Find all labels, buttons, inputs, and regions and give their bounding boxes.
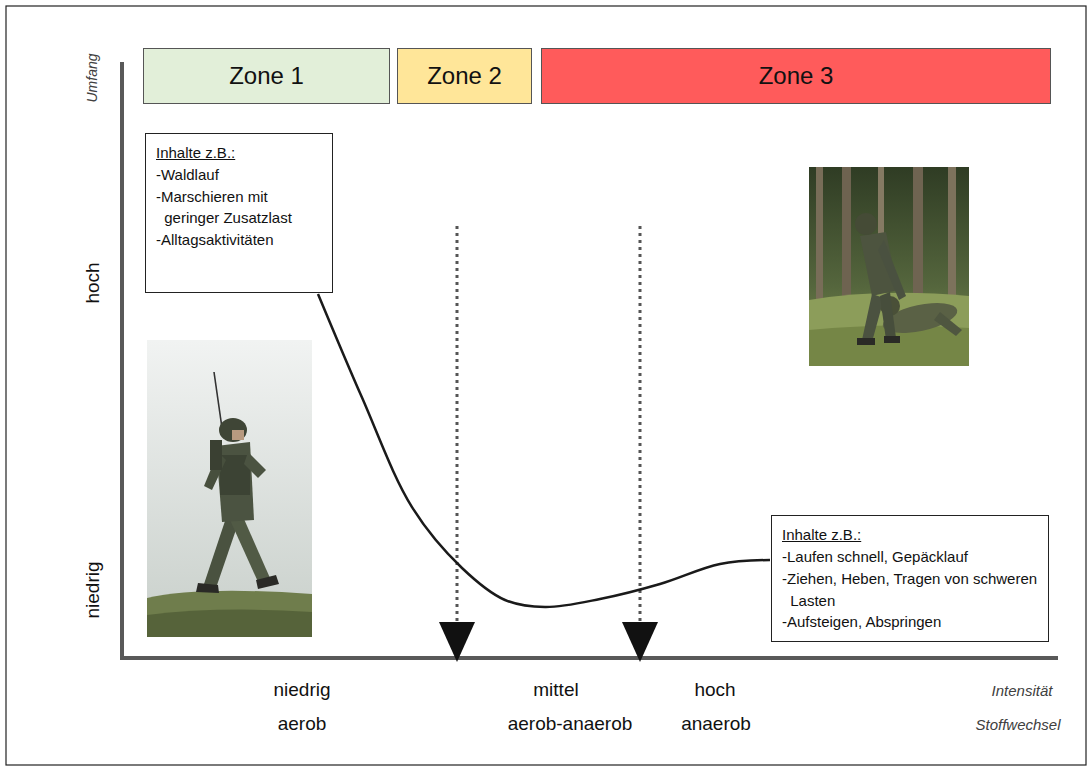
photo-marching-soldier-part: [219, 418, 247, 442]
list-item: -Laufen schnell, Gepäcklauf: [782, 546, 1038, 568]
photo-marching-soldier-part: [196, 583, 219, 593]
axis-label: hoch: [694, 679, 735, 701]
zone-divider-arrow-part: [439, 622, 475, 662]
axis-title: Stoffwechsel: [975, 716, 1060, 733]
outer-frame: [6, 6, 1086, 765]
photo-rescue-drag: [809, 167, 969, 366]
box-heading: Inhalte z.B.:: [782, 524, 1038, 546]
photo-rescue-drag-part: [878, 240, 906, 300]
photo-rescue-drag-part: [809, 293, 969, 366]
zone-divider-arrow: [622, 226, 658, 662]
photo-rescue-drag-part: [857, 338, 875, 345]
list-item: -Aufsteigen, Abspringen: [782, 611, 1038, 633]
zone-band: Zone 2: [397, 48, 532, 104]
axis-title: Intensität: [992, 682, 1053, 699]
content-box: Inhalte z.B.:-Laufen schnell, Gepäcklauf…: [771, 515, 1049, 642]
axis-label: mittel: [533, 679, 578, 701]
list-item: -Waldlauf: [156, 164, 322, 186]
zone-band: Zone 1: [143, 48, 390, 104]
metabolism-label: anaerob: [681, 713, 751, 735]
zone-divider-arrow: [439, 226, 475, 662]
photo-rescue-drag-part: [934, 312, 962, 336]
zone-title: Zone 1: [229, 62, 304, 90]
list-item: -Marschieren mit geringer Zusatzlast: [156, 186, 322, 230]
zone-title: Zone 3: [759, 62, 834, 90]
photo-rescue-drag-part: [948, 167, 956, 309]
photo-marching-soldier-part: [256, 575, 279, 589]
load-curve: [318, 294, 770, 607]
photo-marching-soldier-part: [147, 340, 312, 637]
metabolism-label: aerob: [278, 713, 327, 735]
photo-rescue-drag-part: [842, 167, 851, 302]
zone-divider-arrow-part: [639, 226, 642, 622]
photo-rescue-drag-part: [884, 336, 900, 343]
photo-marching-soldier-part: [232, 430, 244, 440]
axis-label: niedrig: [82, 561, 104, 618]
x-axis: [120, 656, 1058, 660]
photo-rescue-drag-part: [809, 167, 969, 366]
list-item: -Ziehen, Heben, Tragen von schweren Last…: [782, 568, 1038, 612]
photo-rescue-drag-part: [913, 167, 923, 305]
zone-band: Zone 3: [541, 48, 1051, 104]
photo-marching-soldier-part: [210, 440, 222, 470]
photo-marching-soldier: [147, 340, 312, 637]
photo-marching-soldier-part: [147, 610, 312, 637]
photo-marching-soldier-part: [244, 452, 266, 478]
photo-marching-soldier-part: [214, 372, 222, 428]
photo-rescue-drag-part: [855, 213, 877, 235]
photo-rescue-drag-part: [816, 167, 823, 307]
zone-title: Zone 2: [427, 62, 502, 90]
axis-label: hoch: [82, 262, 104, 303]
axis-title: Umfang: [84, 53, 100, 102]
axis-label: niedrig: [273, 679, 330, 701]
y-axis: [120, 62, 124, 660]
metabolism-label: aerob-anaerob: [508, 713, 633, 735]
box-heading: Inhalte z.B.:: [156, 142, 322, 164]
photo-rescue-drag-part: [880, 292, 896, 340]
content-box: Inhalte z.B.:-Waldlauf-Marschieren mit g…: [145, 133, 333, 293]
photo-rescue-drag-part: [862, 294, 884, 342]
list-item: -Alltagsaktivitäten: [156, 229, 322, 251]
photo-marching-soldier-part: [147, 591, 312, 637]
zone-divider-arrow-part: [622, 622, 658, 662]
